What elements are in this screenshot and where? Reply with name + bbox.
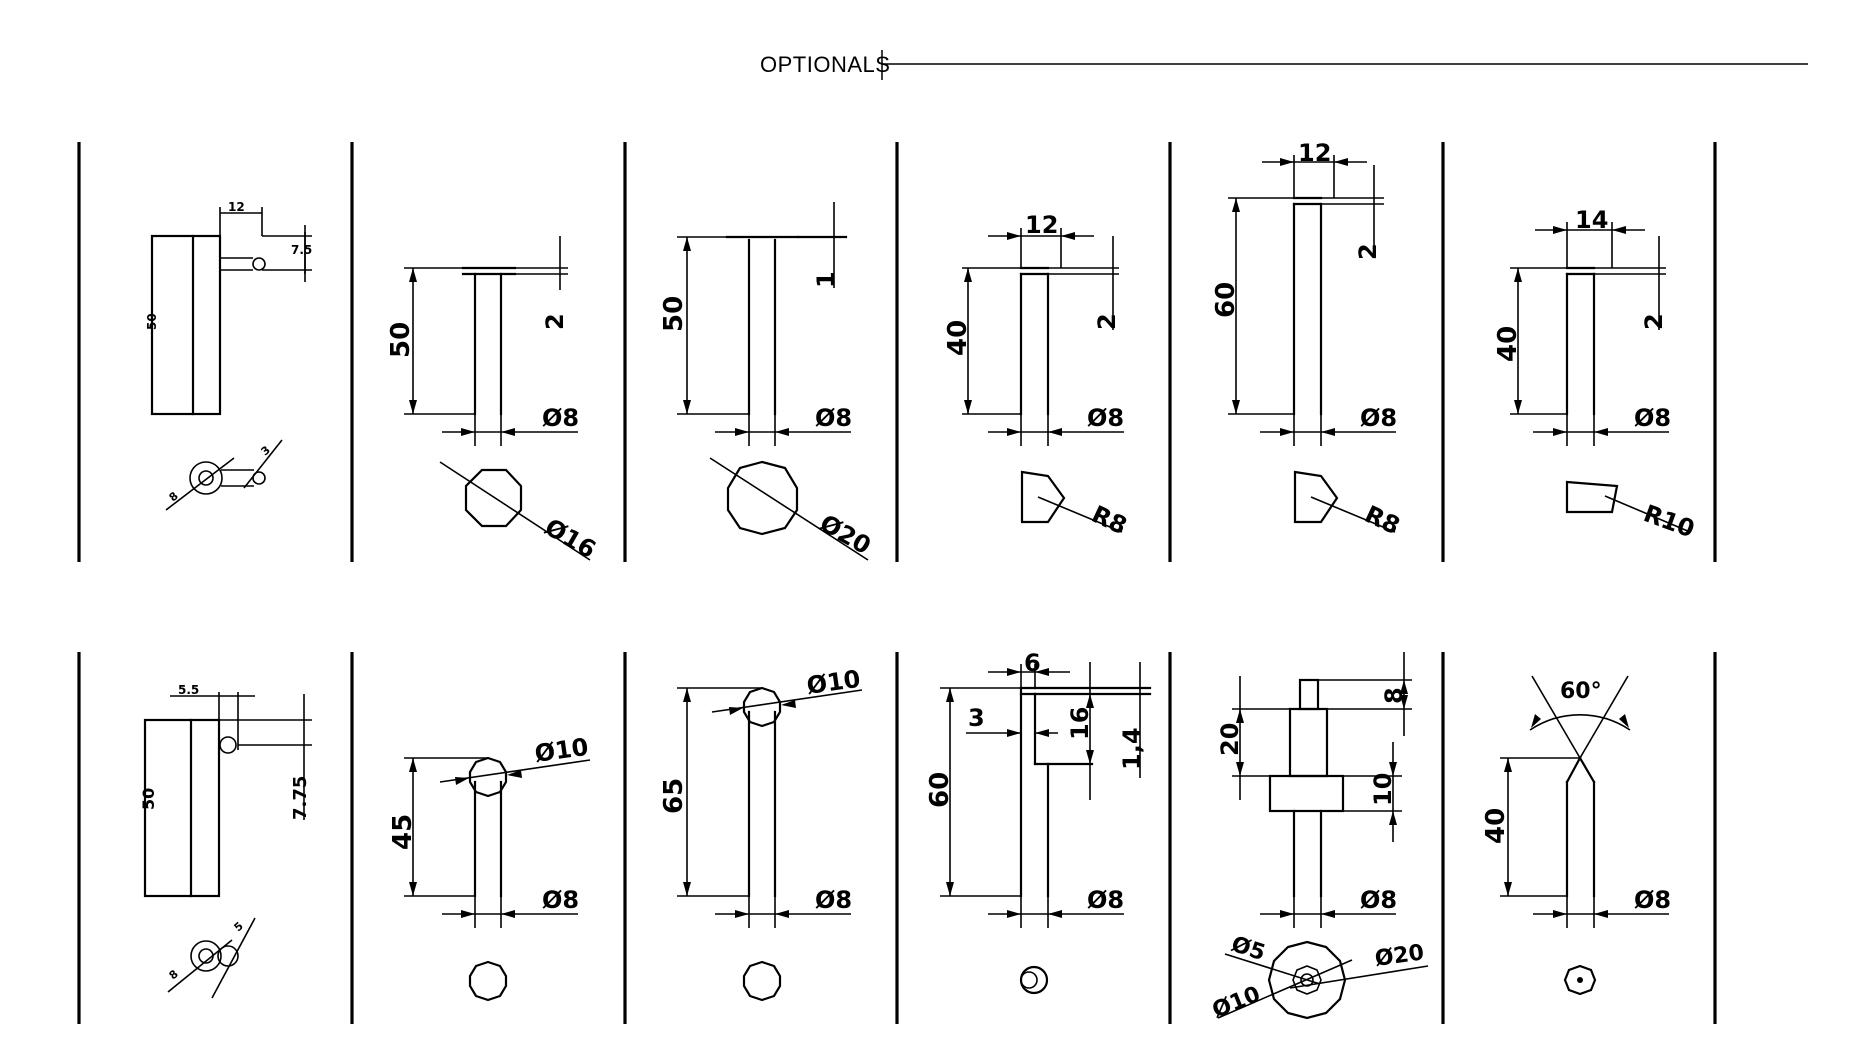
r2-c4-height: 60: [925, 772, 955, 808]
r2-c5-height: 20: [1216, 723, 1244, 756]
r2-c1-width: 5.5: [178, 683, 199, 697]
r2-c4-offset: 3: [968, 704, 985, 732]
r1-c5-width: 12: [1298, 139, 1331, 167]
r2-c6-angle: 60°: [1560, 679, 1602, 704]
r1-c5-radius: R8: [1360, 500, 1404, 540]
r1-c5-thickness: 2: [1354, 243, 1382, 260]
r1-c5-diameter: Ø8: [1360, 404, 1397, 432]
r1-c2-height: 50: [386, 322, 416, 358]
r2-c1-height: 50: [139, 788, 158, 810]
r2-c6-diameter: Ø8: [1634, 886, 1671, 914]
r1-c6-width: 14: [1575, 206, 1608, 234]
r1-c3-height: 50: [659, 296, 689, 332]
r2-c1-dia-1: 8: [167, 967, 181, 982]
r2-c2-drawing: [404, 756, 591, 1002]
r2-c2-height: 45: [388, 814, 418, 850]
r1-c3-thickness: 1: [812, 271, 840, 288]
r1-c6-radius: R10: [1640, 499, 1698, 543]
r1-c4-diameter: Ø8: [1087, 404, 1124, 432]
r2-c4-width: 6: [1024, 649, 1041, 677]
r1-c4-width: 12: [1025, 211, 1058, 239]
r1-c3-diameter: Ø8: [815, 404, 852, 432]
r2-c1-drawing: [143, 692, 312, 999]
r1-c6-thickness: 2: [1640, 313, 1668, 330]
r2-c4-thickness: 1,4: [1118, 727, 1146, 770]
r2-c5-dia-small: Ø5: [1228, 932, 1268, 966]
r1-c1-thickness: 7.5: [291, 243, 312, 257]
r2-c6-height: 40: [1481, 808, 1511, 844]
section-title: OPTIONALS: [760, 52, 890, 77]
r2-c5-top: 8: [1380, 687, 1408, 704]
r2-c5-diameter: Ø8: [1360, 886, 1397, 914]
r2-c1-dia-2: 5: [232, 919, 246, 934]
r2-c4-drawing: [940, 662, 1152, 995]
r1-c6-diameter: Ø8: [1634, 404, 1671, 432]
r1-c6-drawing: [1510, 222, 1691, 533]
r2-c5-dia-mid: Ø10: [1209, 982, 1264, 1024]
r2-c4-hook-height: 16: [1066, 707, 1094, 740]
r1-c2-plate-diameter: Ø16: [540, 513, 601, 564]
r1-c3-drawing: [677, 202, 869, 561]
r1-c4-height: 40: [943, 320, 973, 356]
r2-c3-diameter: Ø8: [815, 886, 852, 914]
r1-c4-radius: R8: [1087, 500, 1131, 540]
r1-c4-thickness: 2: [1093, 313, 1121, 330]
r2-c6-drawing: [1500, 675, 1669, 996]
r1-c1-drawing: [150, 207, 312, 511]
r2-c3-drawing: [677, 686, 863, 1002]
r1-c1-height: 50: [145, 313, 159, 330]
r2-c2-knob-diameter: Ø10: [533, 733, 590, 768]
r1-c4-drawing: [962, 228, 1124, 533]
r1-c3-plate-diameter: Ø20: [815, 509, 876, 560]
r2-c2-diameter: Ø8: [542, 886, 579, 914]
r2-c1-thickness: 7.75: [290, 776, 311, 820]
r1-c1-dia-2: 3: [259, 443, 273, 458]
r1-c5-height: 60: [1211, 282, 1241, 318]
r1-c6-height: 40: [1493, 326, 1523, 362]
r1-c1-width: 12: [228, 200, 245, 214]
r2-c5-collar: 10: [1369, 773, 1397, 806]
r2-c3-knob-diameter: Ø10: [805, 665, 862, 700]
header-rule: [881, 50, 1808, 80]
r1-c5-drawing: [1228, 155, 1396, 533]
r1-c2-thickness: 2: [541, 313, 569, 330]
r1-c2-diameter: Ø8: [542, 404, 579, 432]
r1-c2-drawing: [404, 236, 591, 561]
column-separators: [77, 142, 1717, 1024]
r1-c1-dia-1: 8: [167, 489, 181, 504]
r2-c3-height: 65: [659, 778, 689, 814]
r2-c4-diameter: Ø8: [1087, 886, 1124, 914]
r2-c5-drawing: [1217, 652, 1429, 1020]
